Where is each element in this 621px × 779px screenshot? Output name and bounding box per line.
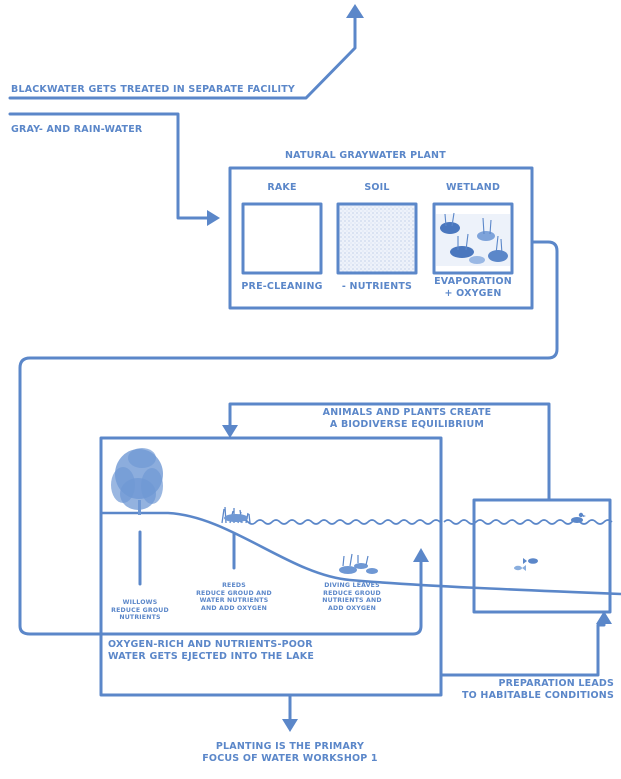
rake-box (241, 202, 323, 275)
biodiverse-label-line1: ANIMALS AND PLANTS CREATE (322, 407, 492, 418)
preparation-label-line1: PREPARATION LEADS (498, 678, 614, 689)
soil-label: SOIL (364, 182, 390, 193)
fish-small-icon (514, 565, 526, 571)
preparation-arrowhead (596, 611, 612, 624)
wetland-plants-icon (436, 212, 510, 266)
lake-detail-box (472, 498, 612, 614)
reeds-icon (221, 506, 251, 524)
diving-leaves-name: DIVING LEAVES (324, 582, 380, 589)
lake-ground-line (101, 511, 621, 596)
diving-leaves-desc: REDUCE GROUD NUTRIENTS AND ADD OXYGEN (322, 590, 382, 612)
graywater-label: GRAY- AND RAIN-WATER (11, 124, 143, 135)
lake-water-surface (239, 519, 441, 525)
preparation-line (439, 620, 606, 677)
lake-detail-water-surface (443, 519, 613, 525)
pre-cleaning-label: PRE-CLEANING (241, 281, 323, 292)
biodiverse-label-line2: A BIODIVERSE EQUILIBRIUM (329, 419, 485, 430)
diving-leaves-icon (339, 553, 378, 574)
willows-desc: REDUCE GROUD NUTRIENTS (111, 607, 169, 622)
output-label-line1: OXYGEN-RICH AND NUTRIENTS-POOR (108, 639, 313, 650)
reeds-desc: REDUCE GROUD AND WATER NUTRIENTS AND ADD… (196, 590, 272, 612)
output-down-arrowhead (282, 719, 298, 732)
blackwater-flow-line (8, 12, 357, 100)
wetland-box (432, 202, 514, 275)
reeds-name: REEDS (222, 582, 246, 589)
output-label-line2: WATER GETS EJECTED INTO THE LAKE (108, 651, 315, 662)
willow-tree-icon (111, 448, 163, 515)
blackwater-arrowhead (346, 4, 364, 18)
graywater-arrowhead (207, 210, 220, 226)
footer-line1: PLANTING IS THE PRIMARY (215, 741, 365, 752)
blackwater-label: BLACKWATER GETS TREATED IN SEPARATE FACI… (11, 84, 295, 95)
rake-label: RAKE (267, 182, 297, 193)
willows-name: WILLOWS (122, 599, 158, 606)
preparation-label-line2: TO HABITABLE CONDITIONS (461, 690, 614, 701)
nutrients-label: - NUTRIENTS (341, 281, 413, 292)
plant-to-lake-line (18, 240, 559, 636)
footer-line2: FOCUS OF WATER WORKSHOP 1 (202, 753, 378, 764)
graywater-plant-box (228, 166, 534, 310)
lake-box (99, 436, 443, 697)
soil-box (336, 202, 418, 275)
plant-title: NATURAL GRAYWATER PLANT (285, 150, 446, 161)
fish-icon (523, 558, 538, 564)
oxygen-label: + OXYGEN (444, 288, 502, 299)
biodiverse-arrowhead (222, 425, 238, 438)
graywater-flow-line (8, 112, 210, 220)
duck-icon (571, 512, 586, 523)
lake-inflow-arrowhead (413, 548, 429, 562)
wetland-label: WETLAND (445, 182, 501, 193)
biodiverse-loop-line (228, 402, 551, 502)
evaporation-label: EVAPORATION (434, 276, 512, 287)
